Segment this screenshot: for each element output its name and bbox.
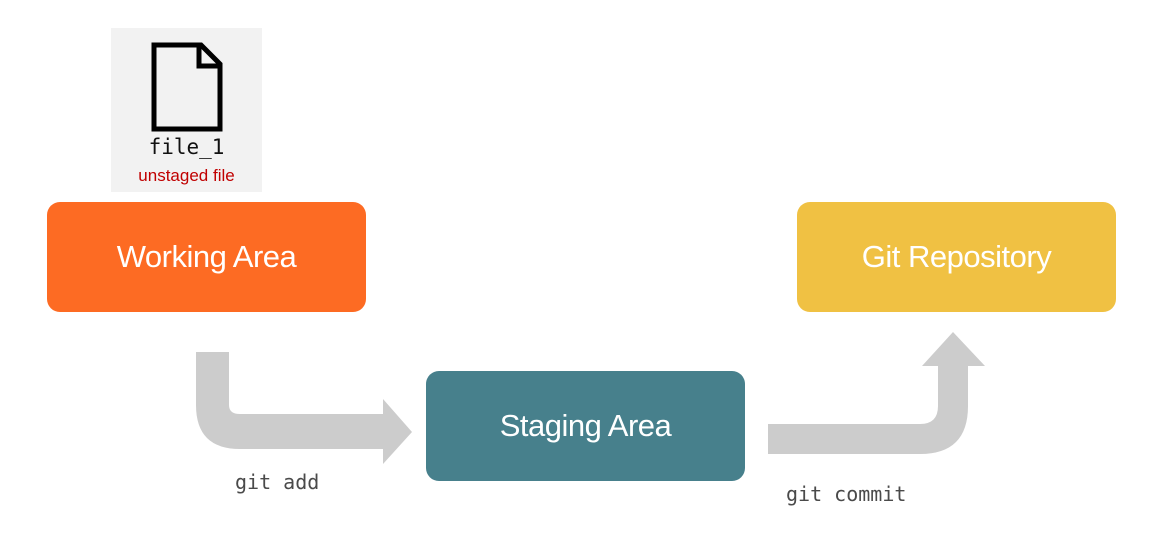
working-area-label: Working Area <box>116 239 297 274</box>
working-area-box: Working Area <box>47 202 366 312</box>
document-icon <box>151 42 223 132</box>
git-repository-label: Git Repository <box>861 239 1052 274</box>
staging-area-label: Staging Area <box>499 408 672 443</box>
git-commit-arrow <box>768 332 985 454</box>
file-status: unstaged file <box>138 166 235 185</box>
file-card: file_1 unstaged file <box>111 28 262 192</box>
file-name: file_1 <box>148 135 225 159</box>
git-add-arrow <box>196 352 412 464</box>
staging-area-box: Staging Area <box>426 371 745 481</box>
git-repository-box: Git Repository <box>797 202 1116 312</box>
git-add-label: git add <box>235 470 320 494</box>
git-commit-label: git commit <box>786 482 907 506</box>
